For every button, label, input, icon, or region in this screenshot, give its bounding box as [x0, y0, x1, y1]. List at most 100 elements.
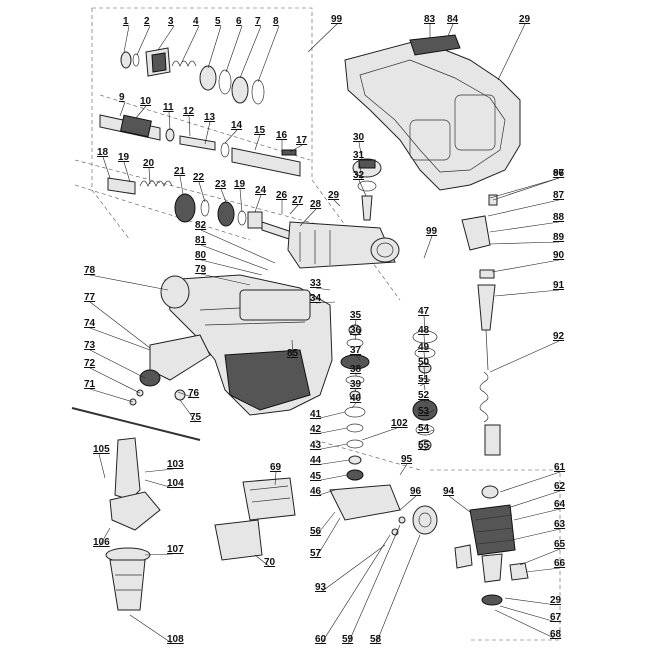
- leader-line: [489, 340, 560, 373]
- part-number-label: 2: [144, 16, 150, 27]
- leader-line: [119, 101, 126, 117]
- leader-line: [504, 597, 557, 606]
- power-cord-assembly: [461, 194, 501, 456]
- upper-drive-parts: [120, 47, 265, 105]
- part-number-label: 65: [554, 539, 566, 550]
- part-number-label: 41: [310, 409, 322, 420]
- depth-rod: [71, 407, 201, 441]
- leader-line: [220, 188, 227, 203]
- part-number-label: 95: [401, 454, 413, 465]
- leader-line: [254, 554, 271, 568]
- leader-line: [487, 199, 560, 217]
- leader-line: [177, 391, 195, 399]
- part-number-label: 76: [188, 388, 200, 399]
- leader-line: [347, 524, 401, 645]
- leader-line: [354, 319, 357, 327]
- part-number-label: 64: [554, 499, 566, 510]
- leader-line: [315, 474, 348, 482]
- part-number-label: 4: [193, 16, 199, 27]
- part-number-label: 5: [215, 16, 221, 27]
- part-number-label: 23: [215, 179, 227, 190]
- part-number-label: 13: [204, 112, 216, 123]
- leader-line: [315, 511, 336, 537]
- leader-line: [239, 25, 262, 79]
- leader-line: [315, 287, 331, 291]
- part-number-label: 72: [84, 358, 96, 369]
- leader-line: [89, 349, 146, 379]
- auxiliary-handle: [105, 437, 161, 611]
- part-number-label: 105: [93, 444, 110, 455]
- part-number-label: 94: [443, 486, 455, 497]
- part-number-label: 88: [553, 212, 565, 223]
- leader-line: [179, 399, 197, 423]
- leader-line: [354, 334, 357, 341]
- part-number-label: 96: [410, 486, 422, 497]
- leader-line: [179, 175, 184, 195]
- leader-line: [315, 427, 348, 435]
- part-number-label: 89: [553, 232, 565, 243]
- leader-line: [207, 25, 222, 69]
- leader-line: [399, 463, 408, 476]
- right-gear-column: [412, 330, 438, 451]
- part-number-label: 108: [167, 634, 184, 645]
- leader-line: [423, 383, 426, 391]
- leader-line: [181, 25, 200, 63]
- part-number-label: 46: [310, 486, 322, 497]
- part-number-label: 90: [553, 250, 565, 261]
- leader-line: [358, 141, 363, 161]
- part-number-label: 55: [418, 440, 430, 451]
- part-number-label: 24: [255, 185, 267, 196]
- leader-line: [315, 489, 336, 497]
- part-number-label: 33: [310, 278, 322, 289]
- part-number-label: 7: [255, 16, 261, 27]
- part-number-label: 99: [426, 226, 438, 237]
- spindle-assembly: [99, 114, 301, 177]
- part-number-label: 29: [328, 190, 340, 201]
- leader-line: [129, 614, 174, 645]
- leader-line: [499, 605, 557, 623]
- part-number-label: 67: [550, 612, 562, 623]
- leader-line: [448, 495, 471, 513]
- leader-line: [489, 221, 560, 233]
- leader-line: [224, 129, 238, 144]
- part-number-label: 16: [276, 130, 288, 141]
- leader-line: [136, 25, 151, 56]
- part-number-label: 58: [370, 634, 382, 645]
- part-number-label: 44: [310, 455, 322, 466]
- armature-assembly: [454, 485, 529, 606]
- fan-assembly: [391, 505, 438, 536]
- leader-line: [423, 429, 435, 434]
- leader-line: [423, 366, 426, 381]
- part-number-label: 69: [270, 462, 282, 473]
- leader-line: [289, 144, 303, 153]
- part-number-label: 1: [123, 16, 129, 27]
- part-number-label: 8: [273, 16, 279, 27]
- leader-line: [315, 301, 336, 304]
- gear-stack-column: [329, 324, 401, 521]
- part-number-label: 68: [550, 629, 562, 640]
- leader-line: [123, 25, 130, 53]
- leader-line: [315, 443, 348, 451]
- part-number-label: 62: [554, 481, 566, 492]
- part-number-label: 71: [84, 379, 96, 390]
- leader-line: [423, 235, 433, 259]
- part-number-label: 63: [554, 519, 566, 530]
- leader-line: [423, 399, 426, 403]
- leader-line: [423, 351, 426, 366]
- part-number-label: 30: [353, 132, 365, 143]
- part-number-label: 82: [195, 220, 207, 231]
- part-number-label: 57: [310, 548, 322, 559]
- leader-line: [491, 259, 560, 273]
- leader-line: [499, 471, 561, 493]
- part-number-label: 56: [310, 526, 322, 537]
- leader-line: [358, 179, 367, 197]
- part-number-label: 28: [310, 199, 322, 210]
- leader-line: [447, 23, 454, 37]
- part-number-label: 47: [418, 306, 430, 317]
- part-number-label: 34: [310, 293, 322, 304]
- leader-line: [333, 199, 341, 207]
- part-number-label: 79: [195, 264, 207, 275]
- leader-line: [89, 301, 151, 349]
- leader-line: [200, 259, 263, 276]
- part-number-label: 74: [84, 318, 96, 329]
